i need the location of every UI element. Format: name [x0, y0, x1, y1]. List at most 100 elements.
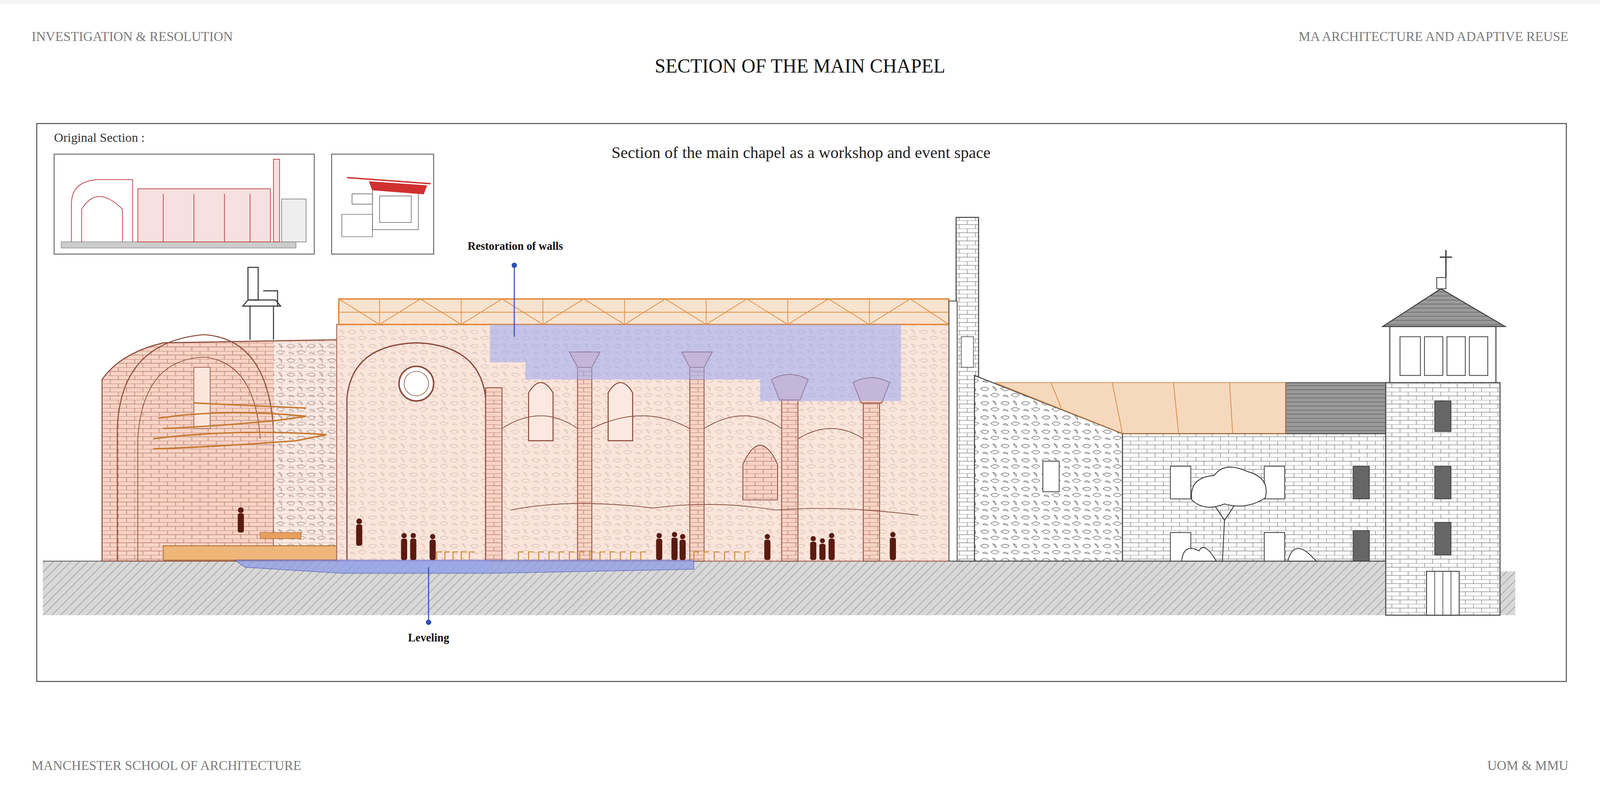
drawing-rect: [1389, 326, 1496, 383]
drawing-line: [1051, 382, 1062, 409]
drawing-path: [1191, 467, 1267, 508]
drawing-rect: [281, 199, 306, 242]
drawing-rect: [1447, 336, 1466, 376]
drawing-circle: [237, 507, 244, 514]
drawing-line: [542, 299, 544, 325]
drawing-rect: [948, 301, 958, 562]
drawing-rect: [379, 196, 412, 223]
drawing-rect: [810, 542, 817, 561]
drawing-rect: [42, 561, 1386, 616]
drawing-circle: [764, 534, 770, 540]
drawing-rect: [781, 393, 799, 562]
drawing-rect: [828, 538, 835, 561]
drawing-path: [742, 445, 778, 501]
drawing-circle: [410, 533, 416, 539]
drawing-path: [502, 416, 578, 429]
drawing-circle: [656, 533, 662, 539]
drawing-rect: [1400, 336, 1421, 376]
drawing-path: [71, 179, 133, 243]
drawing-path: [338, 299, 949, 325]
drawing-rect: [273, 159, 280, 242]
drawing-g: [341, 188, 419, 237]
drawing-circle: [404, 371, 429, 397]
drawing-path: [995, 382, 1286, 434]
drawing-g: [1439, 249, 1453, 278]
drawing-g: [1170, 466, 1285, 562]
drawing-rect: [577, 352, 592, 562]
drawing-circle: [429, 534, 435, 540]
drawing-rect: [372, 188, 419, 230]
drawing-line: [1112, 382, 1123, 434]
drawing-circle: [425, 619, 432, 626]
drawing-rect: [54, 154, 315, 255]
drawing-rect: [1353, 466, 1370, 500]
callout-label: Leveling: [405, 631, 452, 645]
drawing-path: [352, 193, 373, 205]
drawing-path: [489, 324, 902, 402]
footer-text: UOM & MMU: [1487, 759, 1569, 775]
drawing-rect: [331, 154, 434, 255]
drawing-line: [787, 299, 789, 325]
drawing-rect: [1264, 466, 1285, 500]
drawing-rect: [1434, 401, 1451, 432]
drawing-line: [193, 193, 195, 242]
drawing-path: [591, 416, 690, 429]
drawing-path: [1214, 502, 1237, 562]
drawing-path: [369, 181, 427, 194]
drawing-g: [1051, 382, 1233, 434]
drawing-path: [158, 412, 306, 429]
drawing-line: [624, 299, 626, 325]
drawing-rect: [1434, 466, 1451, 500]
drawing-g: [61, 159, 306, 249]
drawing-path: [263, 290, 278, 307]
header-text: INVESTIGATION & RESOLUTION: [31, 29, 233, 45]
drawing-rect: [260, 532, 302, 539]
drawing-circle: [810, 536, 816, 542]
drawing-rect: [410, 538, 417, 561]
drawing-circle: [399, 366, 434, 402]
drawing-path: [341, 214, 373, 238]
drawing-line: [346, 177, 431, 184]
drawing-rect: [356, 524, 363, 547]
drawing-rect: [1436, 277, 1446, 289]
drawing-rect: [193, 367, 211, 429]
drawing-rect: [1264, 532, 1285, 562]
drawing-path: [346, 343, 486, 562]
drawing-rect: [1434, 522, 1451, 555]
drawing-rect: [237, 513, 244, 533]
drawing-line: [193, 403, 307, 409]
drawing-rect: [671, 537, 678, 561]
drawing-line: [249, 193, 251, 242]
drawing-g: [1434, 571, 1451, 616]
drawing-path: [607, 382, 633, 441]
drawing-rect: [485, 387, 503, 562]
header-text: MA ARCHITECTURE AND ADAPTIVE REUSE: [1298, 29, 1569, 45]
drawing-path: [234, 560, 694, 574]
drawing-path: [242, 299, 281, 306]
drawing-line: [460, 299, 462, 325]
drawing-rect: [341, 560, 490, 573]
drawing-circle: [819, 538, 825, 544]
drawing-circle: [511, 262, 517, 268]
drawing-line: [1173, 382, 1179, 434]
drawing-g: [152, 403, 327, 450]
drawing-line: [1434, 571, 1435, 616]
drawing-circle: [356, 518, 362, 525]
drawing-g: [436, 551, 750, 561]
drawing-line: [705, 299, 707, 325]
drawing-g: [237, 507, 896, 561]
drawing-circle: [680, 534, 686, 540]
drawing-g: [502, 416, 919, 516]
drawing-path: [81, 196, 123, 242]
drawing-line: [224, 193, 226, 242]
drawing-rect: [429, 540, 436, 561]
drawing-line: [513, 265, 515, 337]
callout-label: Restoration of walls: [465, 239, 566, 253]
drawing-path: [436, 551, 475, 561]
drawing-rect: [0, 0, 1600, 5]
drawing-g: [1434, 401, 1451, 556]
drawing-rect: [689, 352, 705, 562]
drawing-circle: [672, 532, 678, 538]
drawing-rect: [36, 123, 1567, 682]
